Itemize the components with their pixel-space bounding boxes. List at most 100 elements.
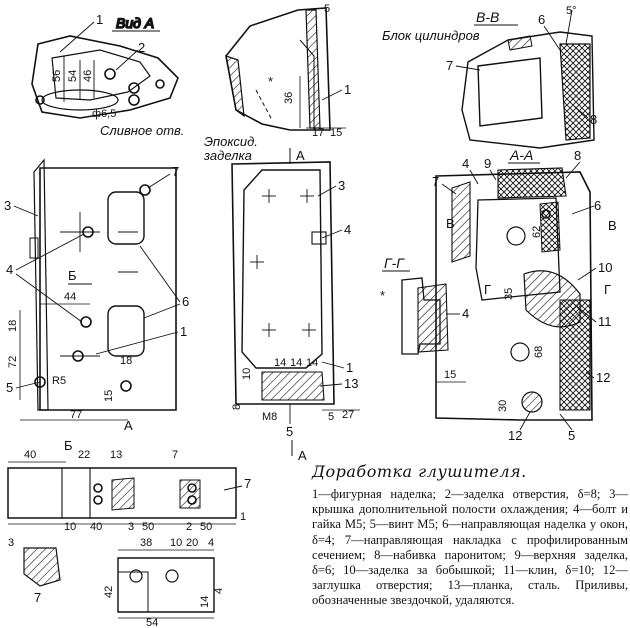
dim-17: 17 <box>312 127 324 139</box>
dim-15: 15 <box>444 369 456 381</box>
dim-35: 35 <box>503 288 515 300</box>
bottom-strip-view: 40 22 13 7 10 40 3 50 2 50 1 7 <box>7 449 251 533</box>
dim-5: 5 <box>328 411 334 423</box>
dim-22: 22 <box>78 449 90 461</box>
section-a-top: А <box>296 148 305 163</box>
callout-3: 3 <box>4 198 11 213</box>
center-main-view: А 3 4 14 14 14 10 8 M8 5 27 1 13 5 А <box>231 148 360 463</box>
svg-text:*: * <box>268 74 273 89</box>
callout-13: 13 <box>344 376 358 391</box>
epoxy-note-2: заделка <box>203 148 252 163</box>
figure-caption: Доработка глушителя. 1—фигурная наделка;… <box>312 462 628 609</box>
dim-50a: 50 <box>142 521 154 533</box>
dim-5deg: 5° <box>566 5 577 17</box>
dim-14a: 14 <box>274 357 286 369</box>
callout-7: 7 <box>172 164 179 179</box>
dim-phi: ф6,5 <box>92 108 116 120</box>
callout-12b: 12 <box>508 428 522 443</box>
section-b-top: Б <box>68 268 77 283</box>
dim-30: 30 <box>497 400 509 412</box>
dim-15: 15 <box>330 127 342 139</box>
dim-18: 18 <box>7 320 19 332</box>
bottom-detail-view: 3 7 38 10 20 4 42 14 4 54 <box>8 537 225 628</box>
drain-hole-note: Сливное отв. <box>100 123 184 138</box>
callout-1: 1 <box>344 82 351 97</box>
top-center-section: * 5 36 17 15 1 Эпоксид. заделка <box>203 3 351 163</box>
epoxy-note-1: Эпоксид. <box>204 134 258 149</box>
callout-6: 6 <box>538 12 545 27</box>
callout-10: 10 <box>598 260 612 275</box>
callout-8: 8 <box>590 112 597 127</box>
section-a-a: А-А 62 35 68 15 30 В В Г Г 8 4 9 7 6 10 … <box>432 147 617 443</box>
dim-2: 2 <box>186 521 192 533</box>
dim-50b: 50 <box>200 521 212 533</box>
dim-40a: 40 <box>24 449 36 461</box>
section-g-right: Г <box>604 282 611 297</box>
section-g-left: Г <box>484 282 491 297</box>
view-a-title: Вид А <box>116 15 154 31</box>
caption-title: Доработка глушителя. <box>312 462 527 481</box>
dim-5: 5 <box>324 3 330 15</box>
cylinder-block-note: Блок цилиндров <box>382 28 480 43</box>
callout-4: 4 <box>462 156 469 171</box>
callout-5: 5 <box>568 428 575 443</box>
dim-3: 3 <box>128 521 134 533</box>
callout-6: 6 <box>182 294 189 309</box>
dim-13: 13 <box>110 449 122 461</box>
section-gg-title: Г-Г <box>384 255 405 271</box>
view-a: Вид А 56 54 46 ф6,5 Сливное отв. 1 2 <box>31 12 184 138</box>
dim-44: 44 <box>64 291 76 303</box>
dim-3: 3 <box>8 537 14 549</box>
dim-4a: 4 <box>208 537 214 549</box>
callout-2: 2 <box>138 40 145 55</box>
callout-4: 4 <box>462 306 469 321</box>
dim-14b: 14 <box>290 357 302 369</box>
callout-4: 4 <box>344 222 351 237</box>
section-g-g: Г-Г * 4 <box>380 255 469 355</box>
dim-r5: R5 <box>52 375 66 387</box>
svg-text:*: * <box>380 288 385 303</box>
dim-68: 68 <box>533 346 545 358</box>
callout-8: 8 <box>574 148 581 163</box>
section-a-mark: А <box>124 418 133 433</box>
dim-42: 42 <box>103 586 115 598</box>
section-vv-title: В-В <box>476 9 499 25</box>
dim-14c: 14 <box>306 357 318 369</box>
dim-27: 27 <box>342 409 354 421</box>
callout-7: 7 <box>446 58 453 73</box>
dim-36: 36 <box>283 92 295 104</box>
caption-body: 1—фигурная наделка; 2—заделка отверстия,… <box>312 487 628 608</box>
section-v-v: В-В 5° Блок цилиндров 6 7 8 <box>382 5 597 149</box>
dim-14: 14 <box>199 596 211 608</box>
dim-1: 1 <box>240 511 246 523</box>
dim-18b: 18 <box>120 355 132 367</box>
callout-7: 7 <box>432 174 439 189</box>
dim-54: 54 <box>146 617 158 628</box>
callout-6: 6 <box>594 198 601 213</box>
callout-5: 5 <box>6 380 13 395</box>
dim-m8: M8 <box>262 411 277 423</box>
dim-56: 56 <box>51 70 63 82</box>
dim-8: 8 <box>231 404 243 410</box>
dim-10: 10 <box>64 521 76 533</box>
view-a-outline <box>31 35 179 119</box>
section-a-bottom: А <box>298 448 307 463</box>
callout-5: 5 <box>286 424 293 439</box>
section-aa-title: А-А <box>509 147 533 163</box>
callout-9: 9 <box>484 156 491 171</box>
callout-11: 11 <box>598 314 612 329</box>
callout-12a: 12 <box>596 370 610 385</box>
dim-77: 77 <box>70 409 82 421</box>
callout-1: 1 <box>346 360 353 375</box>
callout-7: 7 <box>244 476 251 491</box>
left-main-view: 7 3 4 6 1 5 Б 44 18 72 15 R5 18 77 А Б <box>4 158 189 453</box>
dim-10: 10 <box>241 368 253 380</box>
dim-40b: 40 <box>90 521 102 533</box>
dim-46: 46 <box>82 70 94 82</box>
dim-10: 10 <box>170 537 182 549</box>
callout-3: 3 <box>338 178 345 193</box>
callout-7: 7 <box>34 590 41 605</box>
dim-72: 72 <box>7 356 19 368</box>
dim-62: 62 <box>531 226 543 238</box>
